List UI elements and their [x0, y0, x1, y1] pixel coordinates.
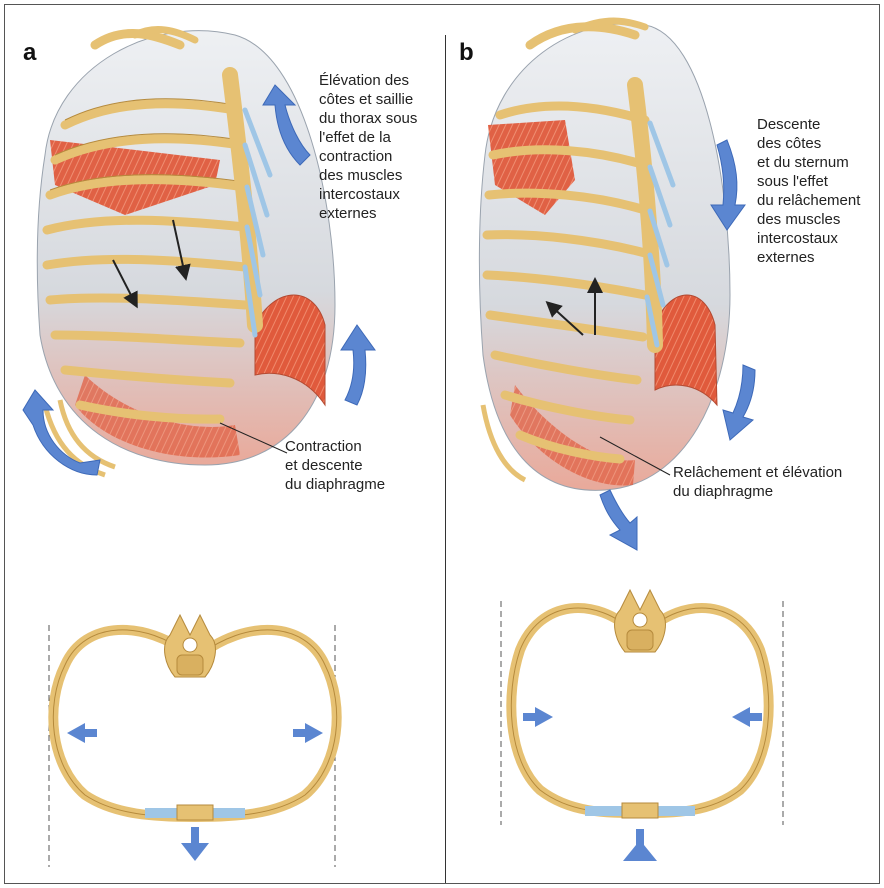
inward-arrow-icon	[732, 707, 762, 727]
ribcage-a	[37, 30, 335, 475]
vertebra-icon	[165, 615, 216, 677]
caption-rib-descent: Descente des côtes et du sternum sous l'…	[757, 115, 880, 267]
downward-curved-arrow-icon	[723, 365, 755, 440]
upward-curved-arrow-icon	[341, 325, 375, 405]
cross-section-b	[501, 590, 783, 861]
caption-rib-elevation: Élévation des côtes et saillie du thorax…	[319, 71, 459, 223]
figure-frame: a b Élévation des côtes et saillie du th…	[4, 4, 880, 884]
outward-arrow-icon	[293, 723, 323, 743]
panel-label-b: b	[459, 39, 474, 67]
caption-diaphragm-relaxation: Relâchement et élévation du diaphragme	[673, 463, 873, 501]
downward-arrow-icon	[181, 827, 209, 861]
ribcage-b	[479, 21, 730, 490]
outward-arrow-icon	[67, 723, 97, 743]
upward-arrow-icon	[623, 829, 657, 861]
panel-label-a: a	[23, 39, 36, 67]
caption-diaphragm-contraction: Contraction et descente du diaphragme	[285, 437, 435, 494]
downward-curved-arrow-icon	[600, 490, 637, 550]
vertebra-icon	[615, 590, 666, 652]
inward-arrow-icon	[523, 707, 553, 727]
cross-section-a	[49, 615, 337, 867]
